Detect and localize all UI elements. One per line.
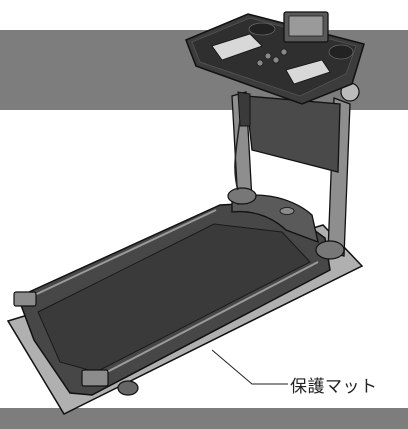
right-side-rail (83, 261, 319, 385)
callout-leader-line (211, 349, 288, 385)
console-button (272, 56, 280, 64)
left-control-panel (211, 33, 263, 61)
console-button (264, 52, 272, 60)
side-grip (237, 91, 251, 127)
power-cable (234, 119, 241, 191)
handle-crossbar (245, 95, 341, 173)
rear-right-cap (81, 369, 109, 387)
left-upright-base (227, 187, 257, 205)
front-wheel (117, 380, 139, 396)
right-cup-holder (328, 44, 354, 60)
running-belt (37, 223, 311, 373)
console-button (280, 48, 288, 56)
left-cup-holder (248, 22, 276, 36)
left-side-rail (23, 209, 217, 301)
console-button (256, 59, 264, 67)
right-upright-base (315, 240, 345, 260)
bottom-gray-band (0, 408, 408, 429)
right-control-panel (285, 59, 331, 85)
protective-mat-label: 保護マット (290, 377, 378, 397)
hood-emblem (279, 207, 295, 215)
rear-left-cap (13, 291, 37, 307)
display-inner (288, 15, 324, 37)
